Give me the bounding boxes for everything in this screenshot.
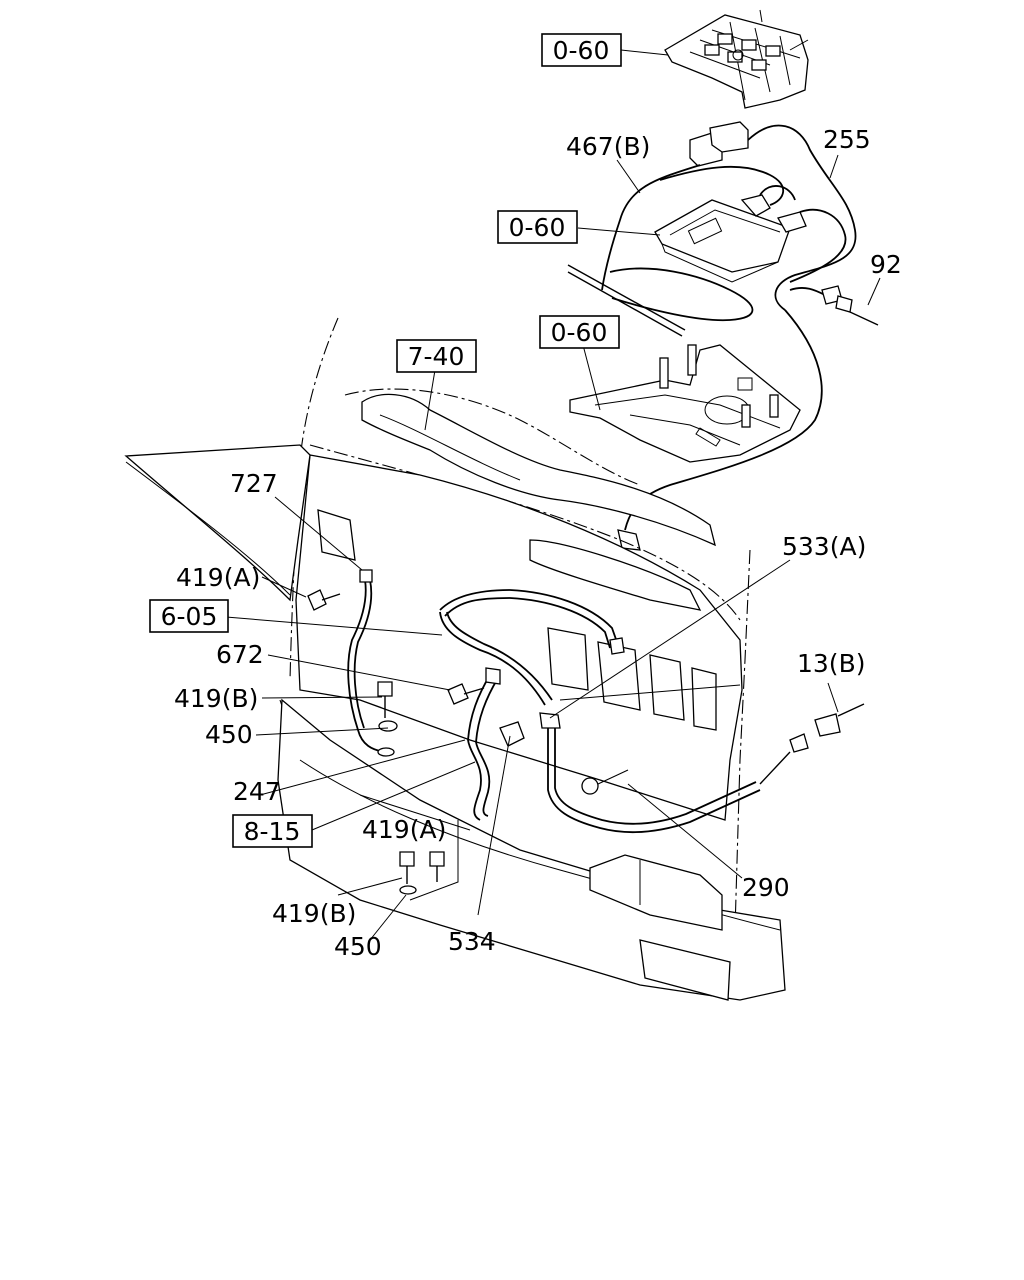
part-92-label: 92 <box>870 250 902 279</box>
part-419a-top-label: 419(A) <box>176 563 260 592</box>
ref-6-05[interactable]: 6-05 <box>161 602 218 631</box>
relay-bracket <box>664 9 809 109</box>
part-419b-top-label: 419(B) <box>174 684 258 713</box>
ecu-bracket <box>569 344 801 463</box>
part-467b-label: 467(B) <box>566 132 650 161</box>
part-533a-label: 533(A) <box>782 532 866 561</box>
ref-0-60-low[interactable]: 0-60 <box>551 318 608 347</box>
cab-outline <box>124 317 786 1001</box>
hose-and-bolts <box>307 569 501 901</box>
ref-box-7-40 <box>396 339 477 373</box>
part-247-label: 247 <box>233 777 281 806</box>
part-419b-low-label: 419(B) <box>272 899 356 928</box>
ref-0-60-top[interactable]: 0-60 <box>553 36 610 65</box>
part-13b-label: 13(B) <box>797 649 865 678</box>
ecu-harness <box>567 121 879 611</box>
part-419a-low-label: 419(A) <box>362 815 446 844</box>
washer-harness <box>439 589 865 834</box>
callouts: 0-60 0-60 0-60 7-40 6-05 8-15 467(B) 255… <box>149 33 902 961</box>
part-290-label: 290 <box>742 873 790 902</box>
part-727-label: 727 <box>230 469 278 498</box>
part-672-label: 672 <box>216 640 264 669</box>
part-450-top-label: 450 <box>205 720 253 749</box>
ref-box-0-60-mid <box>497 210 578 244</box>
ref-box-6-05 <box>149 599 229 633</box>
ref-box-0-60-low <box>539 315 620 349</box>
part-450-low-label: 450 <box>334 932 382 961</box>
part-534-label: 534 <box>448 927 496 956</box>
ref-7-40[interactable]: 7-40 <box>408 342 465 371</box>
ref-box-0-60-top <box>541 33 622 67</box>
leader-lines <box>225 49 881 941</box>
ref-box-8-15 <box>232 814 313 848</box>
ref-0-60-mid[interactable]: 0-60 <box>509 213 566 242</box>
ref-8-15[interactable]: 8-15 <box>244 817 301 846</box>
part-255-label: 255 <box>823 125 871 154</box>
